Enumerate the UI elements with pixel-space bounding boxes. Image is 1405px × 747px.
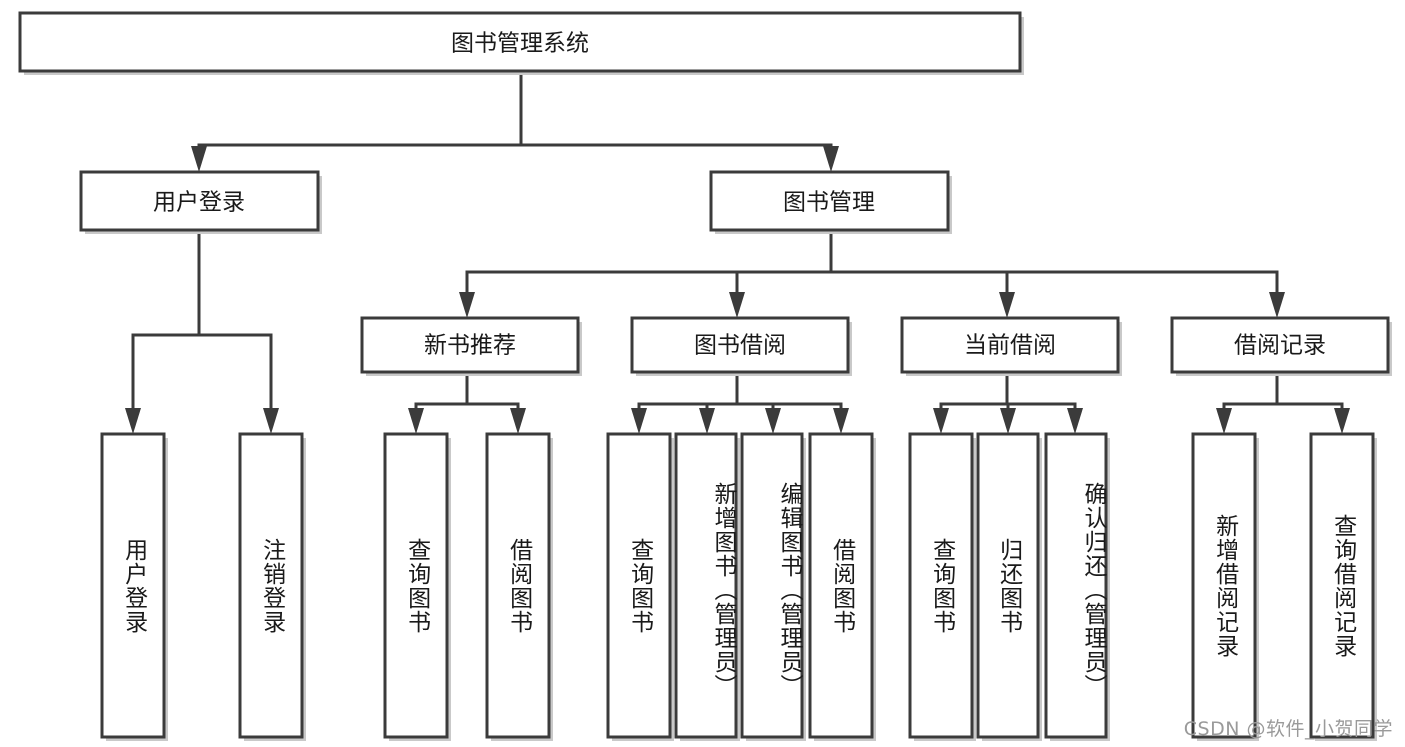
connector-group-root <box>191 72 839 172</box>
node-borrow-record-label: 借阅记录 <box>1234 333 1326 359</box>
leaf-node-new-book-2[interactable] <box>485 432 553 741</box>
node-book-borrow-label: 图书借阅 <box>694 333 786 359</box>
connector-group-book-mgmt <box>459 230 1285 318</box>
connector-group-new-book <box>408 372 526 434</box>
node-root[interactable]: 图书管理系统 <box>18 11 1024 75</box>
leaf-node-book-borrow-3[interactable] <box>740 432 806 741</box>
leaf-node-current-borrow-1[interactable] <box>908 432 976 741</box>
connector-group-current-borrow <box>933 372 1083 434</box>
node-user-login[interactable]: 用户登录 <box>79 170 322 234</box>
leaf-node-user-login-2[interactable] <box>238 432 306 741</box>
connector-group-user-login <box>125 230 279 434</box>
leaf-node-user-login-1[interactable] <box>100 432 168 741</box>
node-book-management[interactable]: 图书管理 <box>709 170 952 234</box>
node-user-login-label: 用户登录 <box>153 190 245 216</box>
leaf-node-borrow-record-1[interactable] <box>1191 432 1259 741</box>
leaf-node-book-borrow-1[interactable] <box>606 432 674 741</box>
node-book-borrow[interactable]: 图书借阅 <box>630 316 852 376</box>
connector-group-borrow-record <box>1216 372 1350 434</box>
leaf-node-current-borrow-3[interactable] <box>1044 432 1110 741</box>
node-root-label: 图书管理系统 <box>451 31 589 57</box>
node-current-borrow-label: 当前借阅 <box>964 333 1056 359</box>
node-new-book-recommend-label: 新书推荐 <box>424 333 516 359</box>
leaf-node-book-borrow-4[interactable] <box>808 432 876 741</box>
connector-group-book-borrow <box>631 372 849 434</box>
node-new-book-recommend[interactable]: 新书推荐 <box>360 316 582 376</box>
watermark-text: CSDN @软件_小贺同学 <box>1183 718 1393 740</box>
node-current-borrow[interactable]: 当前借阅 <box>900 316 1122 376</box>
leaf-node-borrow-record-2[interactable] <box>1309 432 1377 741</box>
node-borrow-record[interactable]: 借阅记录 <box>1170 316 1392 376</box>
node-book-management-label: 图书管理 <box>783 190 875 216</box>
leaf-node-book-borrow-2[interactable] <box>674 432 740 741</box>
leaf-node-new-book-1[interactable] <box>383 432 451 741</box>
leaf-node-current-borrow-2[interactable] <box>976 432 1042 741</box>
